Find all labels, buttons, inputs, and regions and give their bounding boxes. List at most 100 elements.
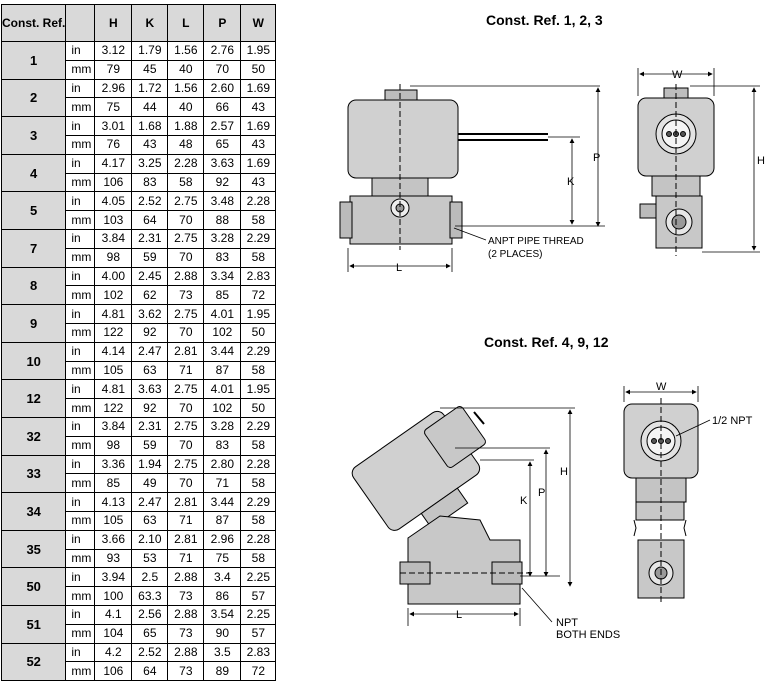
value-cell-p: 87	[203, 360, 242, 381]
value-cell-p: 102	[203, 398, 242, 418]
label-top-l: L	[396, 262, 402, 274]
value-cell-p: 75	[203, 548, 242, 569]
label-half-npt: 1/2 NPT	[712, 415, 753, 427]
value-cell-w: 2.29	[240, 416, 277, 437]
value-cell-h: 79	[94, 59, 133, 80]
const-ref-cell: 3	[0, 116, 67, 155]
label-thread-1: ANPT PIPE THREAD	[488, 236, 584, 247]
value-cell-h: 3.84	[94, 416, 133, 437]
value-cell-k: 3.63	[131, 379, 169, 400]
value-cell-p: 2.96	[203, 529, 242, 550]
value-cell-k: 59	[131, 435, 169, 456]
value-cell-w: 58	[240, 510, 277, 531]
value-cell-p: 2.80	[203, 454, 242, 475]
value-cell-w: 2.29	[240, 341, 277, 362]
value-cell-h: 122	[94, 322, 133, 343]
value-cell-k: 49	[131, 473, 169, 494]
const-ref-cell: 7	[0, 228, 67, 268]
unit-cell: mm	[65, 661, 96, 682]
value-cell-l: 2.88	[167, 266, 205, 287]
value-cell-l: 70	[167, 435, 205, 456]
label-thread-2: (2 PLACES)	[488, 249, 542, 260]
value-cell-w: 58	[240, 210, 277, 230]
const-ref-cell: 35	[0, 529, 67, 569]
value-cell-k: 2.31	[131, 228, 169, 249]
const-ref-cell: 51	[0, 604, 67, 644]
value-cell-h: 4.1	[94, 604, 133, 625]
value-cell-p: 3.5	[203, 642, 242, 663]
value-cell-l: 2.88	[167, 567, 205, 588]
value-cell-h: 76	[94, 134, 133, 155]
bottom-front-view-drawing	[623, 398, 699, 604]
value-cell-l: 2.81	[167, 492, 205, 512]
top-coil-body	[347, 99, 459, 179]
value-cell-k: 63.3	[131, 586, 169, 606]
table-header-row: Const. Ref. H K L P W	[0, 4, 277, 42]
value-cell-h: 102	[94, 285, 133, 306]
value-cell-k: 1.72	[131, 78, 169, 99]
label-bottom-k: K	[520, 495, 528, 507]
value-cell-h: 106	[94, 661, 133, 682]
value-cell-l: 1.56	[167, 41, 205, 61]
value-cell-w: 58	[240, 247, 277, 268]
label-bottom-w: W	[656, 381, 667, 393]
label-top-h: H	[757, 155, 765, 167]
const-ref-cell: 33	[0, 454, 67, 494]
unit-cell: mm	[65, 473, 96, 494]
const-ref-cell: 50	[0, 567, 67, 606]
value-cell-w: 2.28	[240, 529, 277, 550]
value-cell-w: 2.83	[240, 642, 277, 663]
unit-cell: mm	[65, 548, 96, 569]
value-cell-w: 1.95	[240, 41, 277, 61]
value-cell-l: 58	[167, 172, 205, 193]
value-cell-p: 65	[203, 134, 242, 155]
value-cell-w: 2.25	[240, 567, 277, 588]
label-top-p: P	[593, 152, 600, 164]
value-cell-k: 3.25	[131, 153, 169, 174]
header-l: L	[167, 4, 205, 42]
value-cell-k: 1.68	[131, 116, 169, 136]
value-cell-w: 43	[240, 134, 277, 155]
value-cell-p: 88	[203, 210, 242, 230]
value-cell-w: 1.69	[240, 153, 277, 174]
value-cell-w: 50	[240, 59, 277, 80]
const-ref-cell: 12	[0, 379, 67, 418]
diagram-title-bottom: Const. Ref. 4, 9, 12	[484, 334, 609, 350]
value-cell-p: 89	[203, 661, 242, 682]
value-cell-l: 1.88	[167, 116, 205, 136]
value-cell-w: 2.28	[240, 454, 277, 475]
value-cell-h: 4.81	[94, 304, 133, 324]
value-cell-l: 40	[167, 59, 205, 80]
value-cell-k: 2.52	[131, 191, 169, 212]
value-cell-h: 2.96	[94, 78, 133, 99]
value-cell-w: 58	[240, 473, 277, 494]
const-ref-cell: 10	[0, 341, 67, 381]
value-cell-p: 3.48	[203, 191, 242, 212]
value-cell-h: 98	[94, 247, 133, 268]
value-cell-w: 43	[240, 172, 277, 193]
value-cell-p: 102	[203, 322, 242, 343]
label-bottom-l: L	[456, 609, 462, 621]
value-cell-l: 2.75	[167, 191, 205, 212]
value-cell-p: 2.76	[203, 41, 242, 61]
value-cell-k: 62	[131, 285, 169, 306]
header-const-ref: Const. Ref.	[0, 4, 67, 42]
value-cell-w: 57	[240, 623, 277, 644]
value-cell-p: 4.01	[203, 304, 242, 324]
